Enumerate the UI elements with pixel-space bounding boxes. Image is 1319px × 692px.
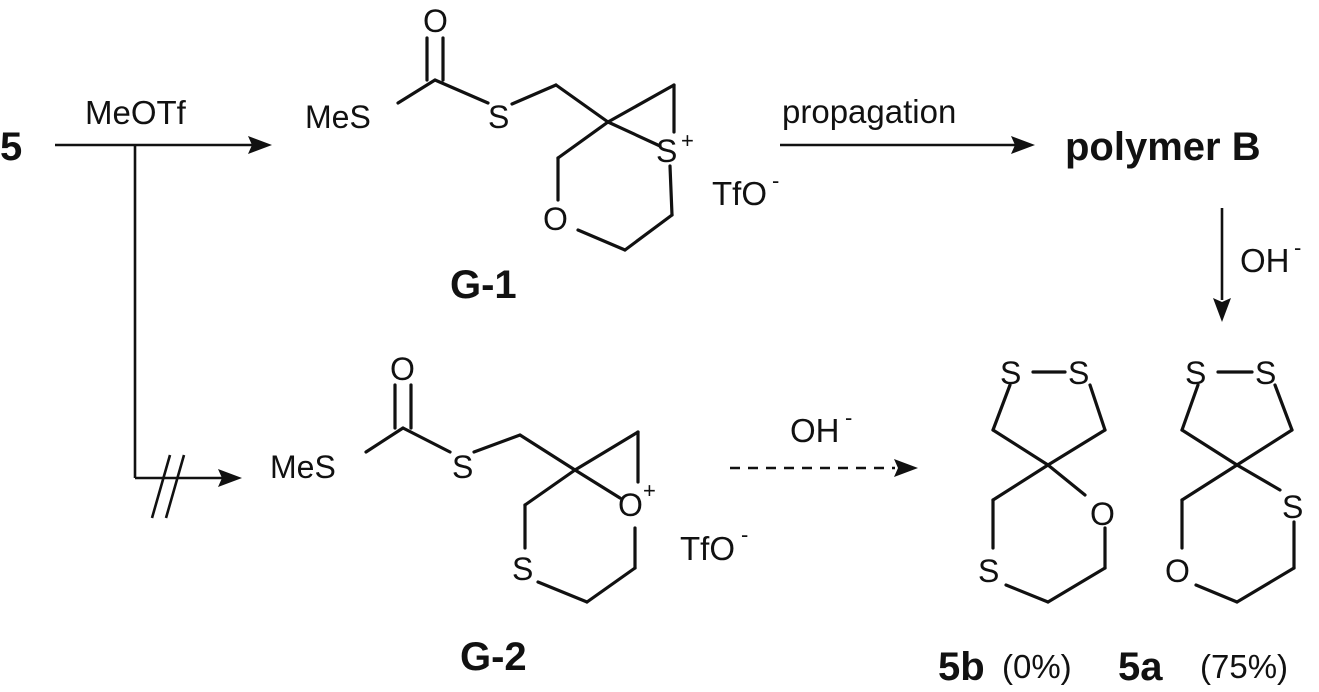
g1-positive-charge: +	[681, 128, 694, 153]
g2-structure	[364, 383, 640, 604]
g1-thioester-s: S	[488, 99, 509, 135]
5b-label: 5b	[938, 645, 985, 689]
hydroxide-1-charge: -	[1294, 235, 1301, 260]
arrow-polymer-to-5a	[1213, 208, 1231, 322]
g2-thioester-s: S	[452, 449, 473, 485]
5a-disulfide-s1: S	[1185, 355, 1206, 391]
propagation-label: propagation	[782, 93, 956, 130]
g2-label: G-2	[460, 635, 527, 679]
5b-yield: (0%)	[1002, 648, 1072, 685]
g1-ring-o: O	[543, 201, 568, 237]
g1-label: G-1	[450, 263, 517, 307]
5a-structure	[1180, 370, 1296, 604]
g2-carbonyl-o: O	[390, 351, 415, 387]
5b-disulfide-s2: S	[1068, 355, 1089, 391]
5b-disulfide-s1: S	[1000, 355, 1021, 391]
5a-yield: (75%)	[1200, 648, 1288, 685]
blocked-path-mark	[150, 454, 186, 519]
5a-disulfide-s2: S	[1255, 355, 1276, 391]
g1-sulfonium-s: S	[656, 133, 677, 169]
5b-ring-s: S	[978, 553, 999, 589]
compound-5-label: 5	[0, 125, 22, 169]
hydroxide-2-charge: -	[845, 405, 852, 430]
branch-to-g2	[133, 145, 242, 487]
g1-mes-group: MeS	[305, 99, 371, 135]
g1-counterion-charge: -	[772, 168, 779, 193]
dashed-arrow-to-5b	[730, 459, 918, 477]
g1-structure	[396, 36, 676, 252]
hydroxide-reagent-1: OH	[1240, 242, 1290, 279]
5a-ring-s: S	[1282, 489, 1303, 525]
arrow-to-g1	[55, 136, 272, 154]
g2-oxonium-o: O	[618, 487, 643, 523]
g2-positive-charge: +	[643, 478, 656, 503]
hydroxide-reagent-2: OH	[790, 412, 840, 449]
g2-ring-s: S	[512, 551, 533, 587]
g2-counterion: TfO	[680, 530, 735, 567]
reagent-meotf: MeOTf	[85, 94, 187, 131]
5b-ring-o: O	[1090, 496, 1115, 532]
g1-carbonyl-o: O	[423, 3, 448, 39]
g2-counterion-charge: -	[741, 522, 748, 547]
g2-mes-group: MeS	[270, 449, 336, 485]
polymer-b-label: polymer B	[1065, 125, 1261, 169]
5a-ring-o: O	[1165, 553, 1190, 589]
5a-label: 5a	[1118, 645, 1163, 689]
5b-structure	[991, 370, 1107, 604]
arrow-propagation	[780, 136, 1035, 154]
g1-counterion: TfO	[712, 175, 767, 212]
